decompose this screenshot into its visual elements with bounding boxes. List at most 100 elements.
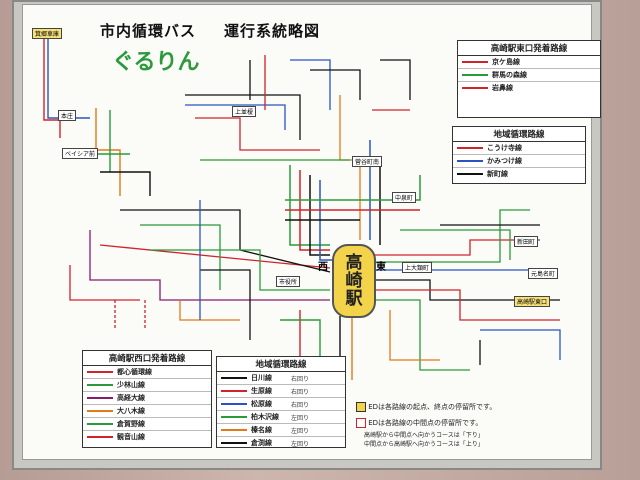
note-midpoint: EDは各路線の中間点の停留所です。 (356, 418, 482, 428)
route-upper-central (185, 55, 411, 240)
route-name: 岩鼻線 (492, 84, 513, 92)
legend-row: 倉賀野線 (83, 418, 211, 431)
legend-row: 日川線 右回り (217, 372, 345, 385)
route-name: こうけ寺線 (487, 144, 522, 152)
route-name: 松原線 (251, 400, 272, 408)
route-name: 新町線 (487, 170, 508, 178)
direction: 左回り (291, 440, 310, 448)
line-swatch (457, 147, 483, 149)
route-east (374, 209, 561, 371)
legend-header: 高崎駅東口発着路線 (458, 41, 600, 56)
station-char-2: 崎 (345, 271, 363, 291)
line-swatch (87, 436, 113, 438)
route-name: 少林山線 (117, 381, 145, 389)
legend-row: 少林山線 (83, 379, 211, 392)
note-up: 中間点から高崎駅へ向かうコースは「上り」 (364, 441, 484, 448)
stop-label: 上大類町 (402, 262, 433, 273)
west-routes-legend: 高崎駅西口発着路線 都心循環線 少林山線 高経大線 大八木線 倉賀野線 観音山線 (82, 350, 212, 448)
line-swatch (87, 371, 113, 373)
line-swatch (87, 423, 113, 425)
legend-row: 都心循環線 (83, 366, 211, 379)
line-swatch (221, 377, 247, 379)
legend-row: かみつけ線 (453, 155, 585, 168)
direction: 右回り (291, 401, 310, 409)
legend-row: 高経大線 (83, 392, 211, 405)
route-name: 倉賀野線 (117, 420, 145, 428)
legend-row: 松原線 右回り (217, 398, 345, 411)
legend-row: 大八木線 (83, 405, 211, 418)
legend-row: 京ケ島線 (458, 56, 600, 69)
station-char-3: 駅 (345, 289, 363, 309)
legend-row: 群馬の森線 (458, 69, 600, 82)
legend-row: 観音山線 (83, 431, 211, 443)
legend-header: 高崎駅西口発着路線 (83, 351, 211, 366)
title-right: 運行系統略図 (224, 22, 321, 40)
stop-label: 中泉町 (392, 192, 417, 203)
stop-label: 市役所 (276, 276, 301, 287)
legend-row: こうけ寺線 (453, 142, 585, 155)
line-swatch (462, 87, 488, 89)
route-name: 倉渕線 (251, 439, 272, 447)
takasaki-station: 高 崎 駅 (332, 244, 376, 318)
route-name: 榛名線 (251, 426, 272, 434)
route-name: 群馬の森線 (492, 71, 527, 79)
line-swatch (221, 403, 247, 405)
station-west-exit: 西 (318, 262, 328, 273)
route-name: 高経大線 (117, 394, 145, 402)
line-swatch (221, 442, 247, 444)
route-name: 都心循環線 (117, 368, 152, 376)
note-down: 高崎駅から中間点へ向かうコースは「下り」 (364, 432, 484, 439)
legend-row: 柏木沢線 左回り (217, 411, 345, 424)
stop-label: 上並榎 (232, 106, 257, 117)
stop-label: ベイシア前 (62, 148, 99, 159)
stop-label: 高崎駅東口 (514, 296, 551, 307)
note-endpoint: EDは各路線の起点、終点の停留所です。 (356, 402, 496, 412)
direction: 左回り (291, 427, 310, 435)
line-swatch (221, 429, 247, 431)
note-text: EDは各路線の中間点の停留所です。 (368, 419, 483, 427)
route-name: 京ケ島線 (492, 58, 520, 66)
direction: 左回り (291, 414, 310, 422)
legend-header: 地域循環路線 (217, 357, 345, 372)
midpoint-marker (356, 418, 366, 428)
gururin-logo: ぐるりん (112, 50, 200, 75)
route-name: かみつけ線 (487, 157, 522, 165)
line-swatch (462, 61, 488, 63)
route-name: 観音山線 (117, 433, 145, 441)
line-swatch (87, 384, 113, 386)
stop-label: 菅谷町南 (352, 156, 383, 167)
legend-row: 倉渕線 左回り (217, 437, 345, 449)
line-swatch (221, 390, 247, 392)
legend-row: 新町線 (453, 168, 585, 180)
stop-label: 箕郷車庫 (32, 28, 63, 39)
route-name: 生原線 (251, 387, 272, 395)
line-swatch (221, 416, 247, 418)
line-swatch (87, 410, 113, 412)
west-area-legend: 地域循環路線 日川線右回り 生原線右回り 松原線右回り 柏木沢線左回り 榛名線左… (216, 356, 346, 448)
note-text: EDは各路線の起点、終点の停留所です。 (368, 403, 497, 411)
route-west (69, 200, 331, 340)
stop-label: 元島名町 (528, 268, 559, 279)
station-char-1: 高 (345, 253, 363, 273)
line-swatch (87, 397, 113, 399)
east-routes-legend: 高崎駅東口発着路線 京ケ島線 群馬の森線 岩鼻線 (457, 40, 601, 118)
legend-row: 生原線 右回り (217, 385, 345, 398)
endpoint-marker (356, 402, 366, 412)
line-swatch (457, 173, 483, 175)
route-name: 日川線 (251, 374, 272, 382)
title-left: 市内循環バス (100, 22, 197, 40)
east-area-legend: 地域循環路線 こうけ寺線 かみつけ線 新町線 (452, 126, 586, 184)
legend-header: 地域循環路線 (453, 127, 585, 142)
route-name: 柏木沢線 (251, 413, 279, 421)
page-title: 市内循環バス 運行系統略図 (100, 20, 320, 41)
station-east-exit: 東 (376, 262, 386, 273)
direction: 右回り (291, 375, 310, 383)
legend-row: 岩鼻線 (458, 82, 600, 94)
stop-label: 本庄 (58, 110, 77, 121)
legend-row: 榛名線 左回り (217, 424, 345, 437)
stop-label: 新田町 (514, 236, 539, 247)
line-swatch (462, 74, 488, 76)
direction: 右回り (291, 388, 310, 396)
line-swatch (457, 160, 483, 162)
